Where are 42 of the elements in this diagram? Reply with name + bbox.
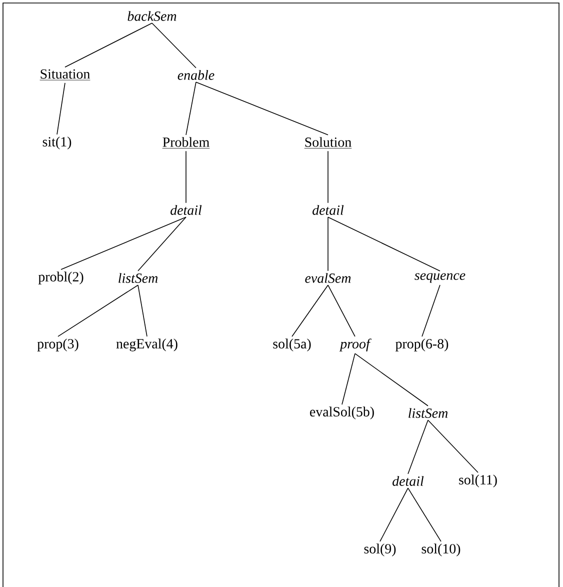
tree-line [58,284,138,337]
relation-label: detail [312,205,344,215]
tree-line [328,284,356,337]
tree-line [408,488,442,542]
segment-label: evalSol(5b) [310,406,374,420]
tree-line [328,216,440,272]
relation-label: proof [339,338,372,352]
segment-label: sol(11) [459,474,497,488]
relation-label: sequence [414,273,466,283]
nucleus-label: Problem [162,137,210,148]
tree-line [342,353,356,405]
segment-label: sit(1) [42,136,72,150]
tree-line [186,82,196,136]
tree-line [408,420,428,474]
relation-label: backSem [128,11,176,21]
tree-line [292,284,328,337]
tree-line [64,22,152,68]
segment-label: negEval(4) [116,338,178,352]
relation-label: listSem [118,273,158,283]
segment-label: probl(2) [38,272,84,284]
tree-line [422,284,440,337]
relation-label: evalSem [305,273,351,283]
relation-label: enable [178,70,214,80]
tree-line [196,82,328,136]
tree-line [138,216,186,272]
segment-label: sol(10) [422,544,460,556]
tree-line [56,82,66,135]
relation-label: detail [170,205,202,215]
segment-label: prop(6-8) [396,338,448,352]
tree-line [138,284,148,337]
tree-line [380,488,408,542]
tree-line [152,22,196,68]
nucleus-label: Solution [304,137,352,148]
segment-label: prop(3) [37,338,78,352]
tree-line [428,420,478,473]
tree-line [60,216,186,270]
tree-line [354,353,428,406]
relation-label: listSem [408,408,448,418]
segment-label: sol(5a) [273,338,311,352]
segment-label: sol(9) [364,544,396,556]
relation-label: detail [392,476,424,486]
nucleus-label: Situation [40,69,90,80]
